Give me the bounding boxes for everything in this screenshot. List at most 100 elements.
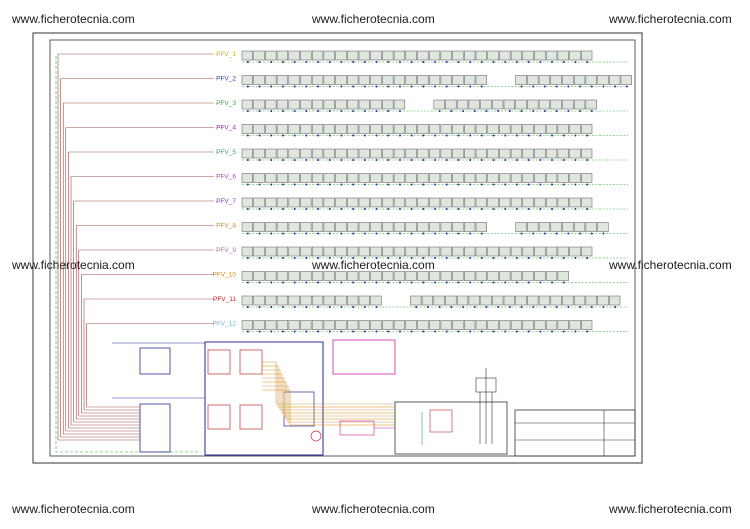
pv-module xyxy=(288,99,300,110)
pv-module xyxy=(405,320,417,330)
pv-module xyxy=(393,320,406,330)
pv-module xyxy=(393,246,406,257)
pv-module xyxy=(445,99,457,110)
pv-module xyxy=(276,246,289,257)
pv-module xyxy=(510,148,523,159)
pv-module xyxy=(393,75,406,85)
pv-module xyxy=(609,295,621,306)
pv-string-10: PFV_10 xyxy=(81,271,628,284)
pv-module xyxy=(440,75,452,85)
pv-module xyxy=(335,50,347,61)
pv-module xyxy=(452,320,464,330)
pv-module xyxy=(300,222,312,232)
pv-module xyxy=(358,197,370,208)
pv-module xyxy=(241,320,253,330)
string-label: PFV_1 xyxy=(216,51,236,58)
pv-module xyxy=(335,75,347,85)
pv-module xyxy=(288,222,300,232)
pv-module xyxy=(527,222,539,232)
pv-module xyxy=(522,148,534,159)
pv-module xyxy=(569,197,581,208)
pv-module xyxy=(562,75,574,85)
pv-module xyxy=(288,320,300,330)
pv-module xyxy=(358,173,370,183)
pv-module xyxy=(358,148,370,159)
pv-module xyxy=(428,222,441,232)
pv-module xyxy=(620,75,632,85)
pv-module xyxy=(241,222,253,232)
pv-module xyxy=(515,99,527,110)
pv-module xyxy=(527,295,539,306)
pv-module xyxy=(358,295,370,306)
pv-module xyxy=(323,222,335,232)
pv-module xyxy=(335,99,347,110)
pv-module xyxy=(440,124,452,134)
pv-module xyxy=(573,222,586,232)
string-label: PFV_12 xyxy=(213,321,237,328)
pv-module xyxy=(522,124,534,134)
pv-module xyxy=(522,197,534,208)
pv-module xyxy=(464,222,476,232)
pv-module xyxy=(421,295,434,306)
pv-string-3: PFV_3 xyxy=(63,99,628,112)
pv-module xyxy=(358,75,370,85)
pv-module xyxy=(300,173,312,183)
pv-module xyxy=(417,75,429,85)
pv-module xyxy=(253,173,265,183)
pv-module xyxy=(382,197,394,208)
pv-module xyxy=(562,99,574,110)
pv-string-7: PFV_7 xyxy=(73,197,628,210)
watermark-bottom-right: www.ficherotecnia.com xyxy=(609,502,732,516)
pv-module xyxy=(510,197,523,208)
pv-module xyxy=(241,197,253,208)
pv-module xyxy=(323,99,335,110)
pv-module xyxy=(405,197,417,208)
pv-module xyxy=(492,295,504,306)
inner-frame xyxy=(49,39,636,457)
watermark-bottom-left: www.ficherotecnia.com xyxy=(12,502,135,516)
pv-module xyxy=(475,271,487,281)
string-label: PFV_2 xyxy=(216,76,236,83)
pv-module xyxy=(522,50,534,61)
pv-module xyxy=(510,173,523,183)
watermark-top-left: www.ficherotecnia.com xyxy=(12,12,135,26)
pv-module xyxy=(545,271,558,281)
string-label: PFV_5 xyxy=(216,149,236,156)
pv-module xyxy=(428,50,441,61)
inverter-panel xyxy=(204,341,324,456)
pv-module xyxy=(440,246,452,257)
pv-module xyxy=(323,197,335,208)
pv-module xyxy=(522,173,534,183)
pv-module xyxy=(288,295,300,306)
pv-module xyxy=(557,246,569,257)
pv-module xyxy=(538,75,551,85)
pv-module xyxy=(452,124,464,134)
pv-module xyxy=(487,173,499,183)
watermark-bottom-center: www.ficherotecnia.com xyxy=(312,502,435,516)
pv-module xyxy=(347,320,359,330)
pv-string-rows: PFV_1PFV_2PFV_3PFV_4PFV_5PFV_6PFV_7PFV_8… xyxy=(58,50,632,333)
combiner-box-upper xyxy=(112,342,205,453)
pv-module xyxy=(253,271,265,281)
pv-module xyxy=(241,295,253,306)
pv-module xyxy=(393,197,406,208)
pv-module xyxy=(534,271,546,281)
pv-module xyxy=(428,197,441,208)
pv-module xyxy=(456,295,469,306)
pv-module xyxy=(276,50,289,61)
pv-module xyxy=(241,99,253,110)
pv-module xyxy=(433,99,445,110)
pv-module xyxy=(405,124,417,134)
pv-module xyxy=(452,75,464,85)
pv-module xyxy=(241,173,253,183)
pv-module xyxy=(405,173,417,183)
pv-string-5: PFV_5 xyxy=(68,148,628,161)
pv-module xyxy=(585,75,597,85)
pv-module xyxy=(557,320,569,330)
string-label: PFV_6 xyxy=(216,174,236,181)
pv-module xyxy=(417,271,429,281)
string-label: PFV_4 xyxy=(216,125,236,132)
pv-module xyxy=(534,246,546,257)
pv-module xyxy=(347,271,359,281)
pv-module xyxy=(358,320,370,330)
